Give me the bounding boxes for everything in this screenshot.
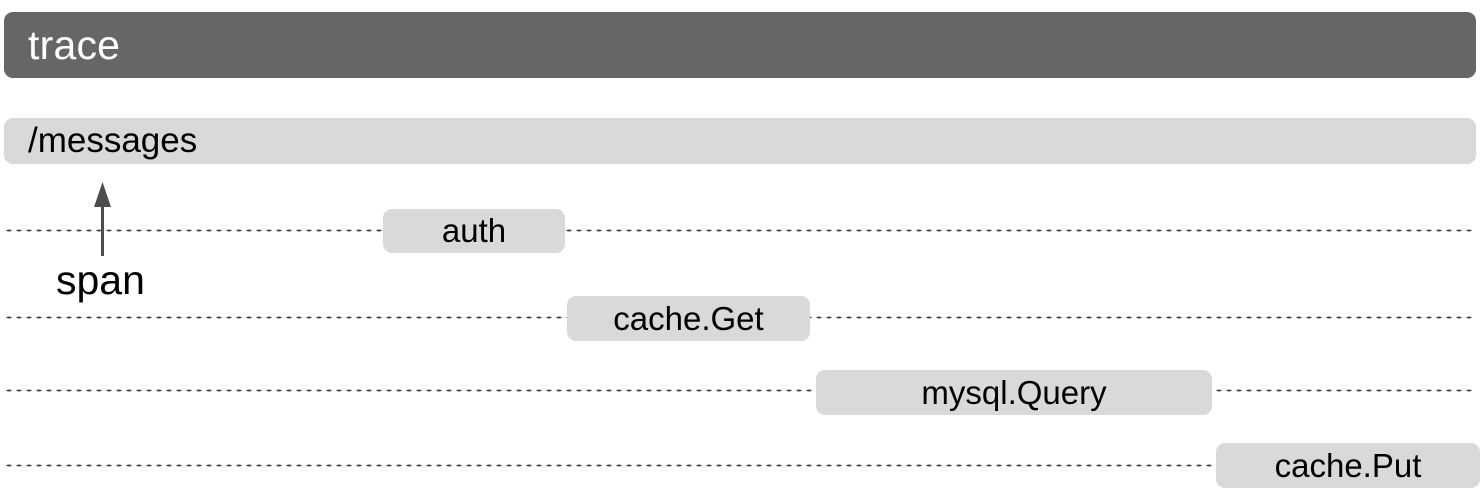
root-span-bar[interactable]: /messages [4,118,1476,164]
timeline-row-4 [4,464,1476,467]
root-span-label: /messages [28,121,198,160]
span-bar-auth[interactable]: auth [383,209,565,253]
trace-title-label: trace [28,21,121,68]
span-label: cache.Get [613,299,764,337]
span-bar-cache-put[interactable]: cache.Put [1216,443,1480,488]
span-bar-cache-get[interactable]: cache.Get [567,296,810,341]
timeline-row-3 [4,389,1476,392]
trace-title-bar[interactable]: trace [4,12,1476,78]
span-annotation-arrow [86,178,120,260]
span-label: auth [441,212,507,249]
span-annotation-label: span [56,257,145,303]
span-label: cache.Put [1274,446,1422,484]
span-label: mysql.Query [921,373,1107,411]
span-bar-mysql-query[interactable]: mysql.Query [816,370,1212,415]
timeline-row-1 [4,229,1476,232]
arrow-up-icon [94,182,111,256]
